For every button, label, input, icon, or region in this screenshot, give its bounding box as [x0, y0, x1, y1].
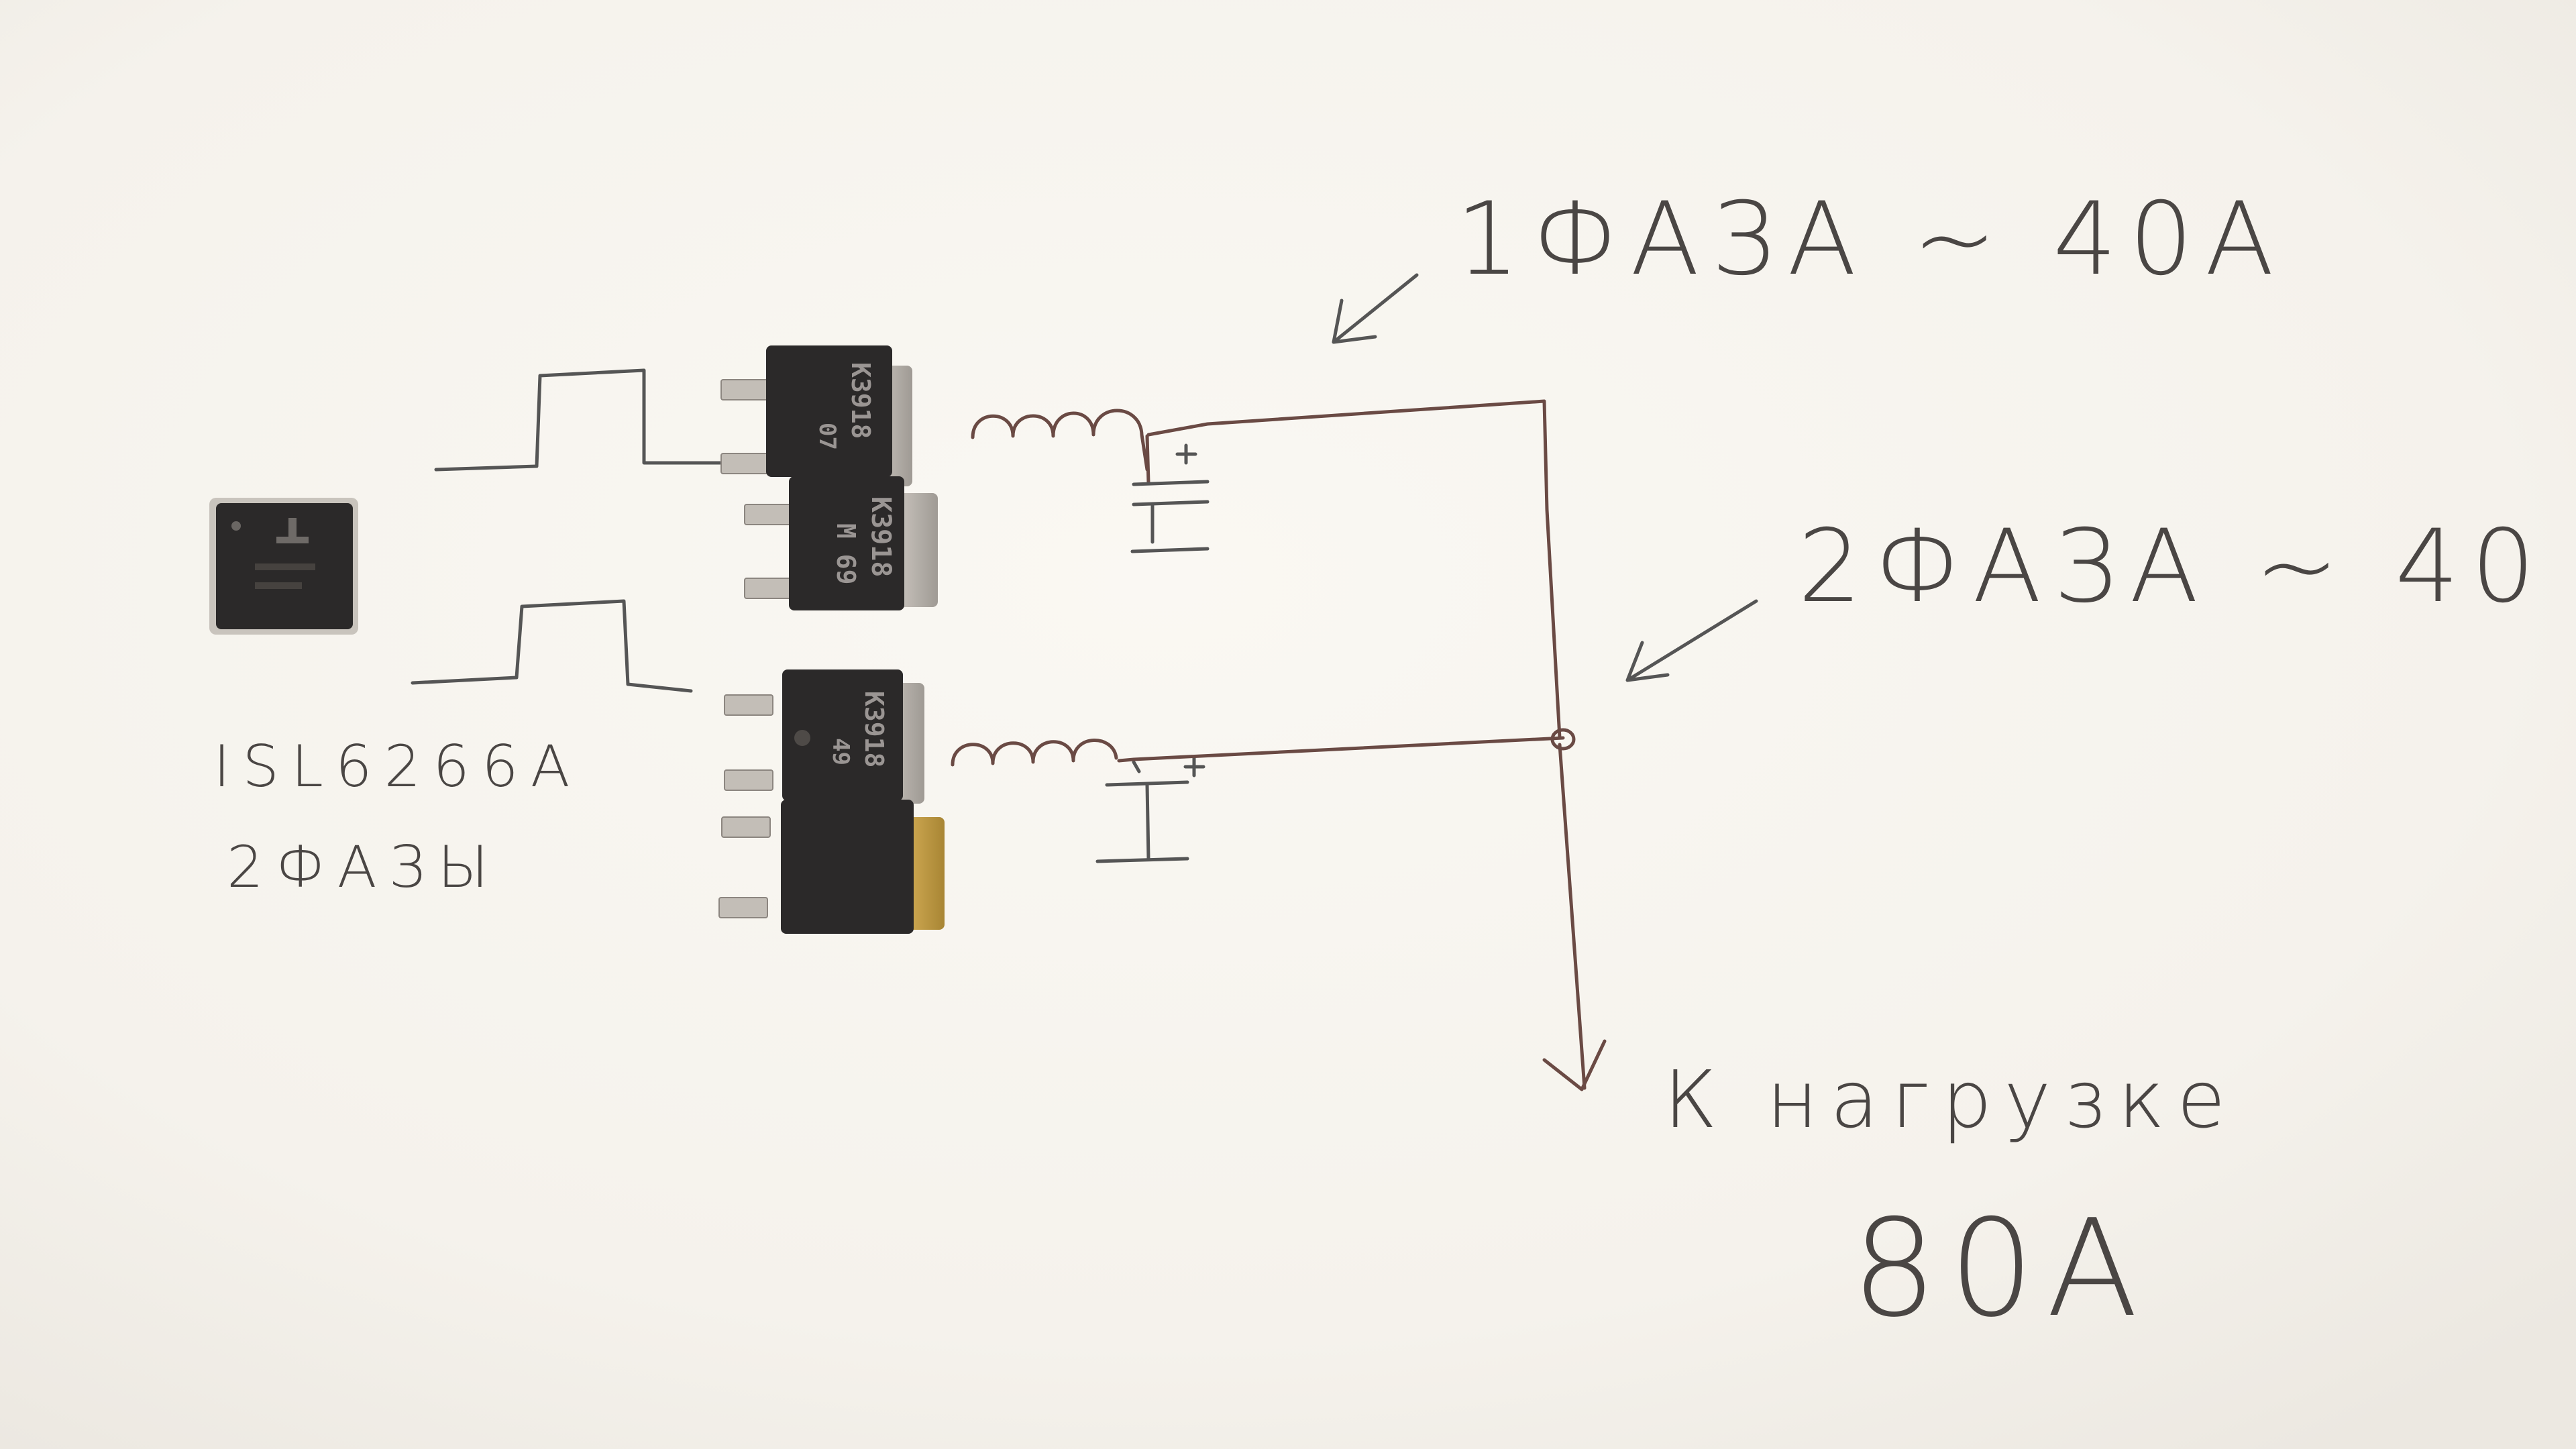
mosfet-phase2-top-marking-1: K3918	[859, 691, 889, 767]
capacitor-phase1	[1130, 434, 1210, 553]
output-wire-phase2	[1117, 736, 1565, 763]
mosfet-phase1-top: K3918 07	[720, 345, 912, 486]
output-junction-node	[1550, 728, 1576, 751]
load-current-label: 80А	[1851, 1191, 2150, 1347]
mosfet-phase2-top-marking-2: 49	[827, 738, 854, 765]
phase1-label: 1ФАЗА ~ 40А	[1456, 181, 2286, 298]
phase2-label: 2ФАЗА ~ 40	[1798, 508, 2547, 625]
mosfet-phase2-bottom	[718, 800, 945, 934]
mosfet-phase2-top: K3918 49	[724, 669, 924, 804]
mosfet-phase1-top-marking-1: K3918	[846, 362, 875, 439]
to-load-label: К нагрузке	[1664, 1053, 2238, 1146]
inductor-phase1	[971, 409, 1149, 472]
output-arrow-head	[1542, 1039, 1607, 1091]
controller-phases-label: 2ФАЗЫ	[227, 834, 500, 901]
capacitor-phase2	[1095, 756, 1205, 863]
output-wire-to-load	[1558, 743, 1587, 1090]
mosfet-phase1-bottom-marking-1: K3918	[865, 496, 896, 577]
inductor-phase2	[951, 739, 1118, 767]
controller-chip	[209, 498, 358, 635]
mosfet-phase1-bottom: K3918 M 69	[744, 476, 938, 610]
pwm-waveform-2	[411, 599, 693, 693]
phase2-arrow	[1625, 599, 1758, 682]
pwm-waveform-1	[434, 368, 730, 472]
phase1-arrow	[1332, 273, 1419, 344]
mosfet-phase1-bottom-marking-2: M 69	[831, 523, 861, 585]
mosfet-phase1-top-marking-2: 07	[814, 423, 841, 450]
output-wire-phase1	[1146, 399, 1562, 740]
controller-part-label: ISL6266A	[213, 733, 582, 800]
